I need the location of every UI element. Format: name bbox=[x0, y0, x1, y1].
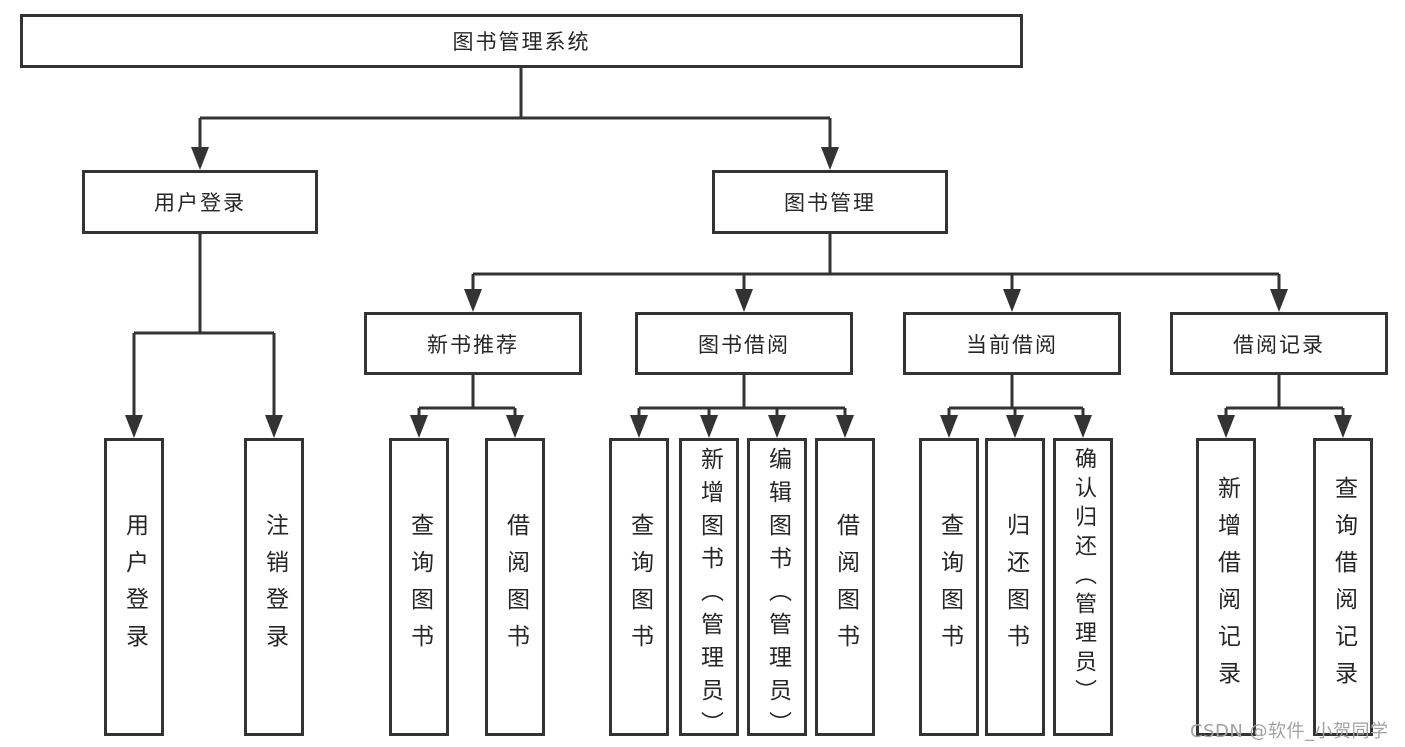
node-root-label: 图书管理系统 bbox=[452, 30, 591, 54]
leaf-user-login: 用户登录 bbox=[104, 438, 164, 736]
leaf-query-books-current-label: 查询图书 bbox=[936, 513, 963, 661]
leaf-query-books-borrowing: 查询图书 bbox=[609, 438, 669, 736]
leaf-return-book: 归还图书 bbox=[985, 438, 1045, 736]
node-current-borrowing: 当前借阅 bbox=[903, 312, 1121, 375]
node-borrow-records: 借阅记录 bbox=[1170, 312, 1388, 375]
leaf-add-book-admin-label: 新增图书（管理员） bbox=[696, 447, 723, 744]
node-new-book-recommend-label: 新书推荐 bbox=[427, 332, 519, 357]
leaf-return-book-label: 归还图书 bbox=[1002, 513, 1029, 661]
leaf-add-borrow-record: 新增借阅记录 bbox=[1196, 438, 1256, 736]
leaf-logout: 注销登录 bbox=[244, 438, 304, 736]
leaf-add-borrow-record-label: 新增借阅记录 bbox=[1213, 476, 1240, 698]
leaf-borrow-books-recommend: 借阅图书 bbox=[485, 438, 545, 736]
leaf-confirm-return-admin-label: 确认归还（管理员） bbox=[1071, 447, 1096, 708]
leaf-query-books-borrowing-label: 查询图书 bbox=[626, 513, 653, 661]
leaf-user-login-label: 用户登录 bbox=[121, 513, 148, 661]
leaf-logout-label: 注销登录 bbox=[261, 513, 288, 661]
leaf-query-borrow-record-label: 查询借阅记录 bbox=[1330, 476, 1357, 698]
node-book-borrowing: 图书借阅 bbox=[635, 312, 853, 375]
node-user-login: 用户登录 bbox=[82, 170, 318, 234]
leaf-query-borrow-record: 查询借阅记录 bbox=[1313, 438, 1373, 736]
node-current-borrowing-label: 当前借阅 bbox=[966, 332, 1058, 357]
leaf-query-books-recommend-label: 查询图书 bbox=[406, 513, 433, 661]
node-book-borrowing-label: 图书借阅 bbox=[698, 332, 790, 357]
leaf-query-books-current: 查询图书 bbox=[919, 438, 979, 736]
node-book-management: 图书管理 bbox=[712, 170, 948, 234]
leaf-add-book-admin: 新增图书（管理员） bbox=[679, 438, 739, 744]
node-borrow-records-label: 借阅记录 bbox=[1233, 332, 1325, 357]
node-book-management-label: 图书管理 bbox=[784, 191, 876, 215]
node-root: 图书管理系统 bbox=[20, 14, 1023, 68]
leaf-borrow-books-borrowing-label: 借阅图书 bbox=[832, 513, 859, 661]
leaf-edit-book-admin-label: 编辑图书（管理员） bbox=[764, 447, 791, 744]
leaf-query-books-recommend: 查询图书 bbox=[389, 438, 449, 736]
node-new-book-recommend: 新书推荐 bbox=[364, 312, 582, 375]
leaf-borrow-books-recommend-label: 借阅图书 bbox=[502, 513, 529, 661]
node-user-login-label: 用户登录 bbox=[154, 191, 246, 215]
arrowheads bbox=[125, 147, 1352, 438]
leaf-borrow-books-borrowing: 借阅图书 bbox=[815, 438, 875, 736]
leaf-edit-book-admin: 编辑图书（管理员） bbox=[747, 438, 807, 744]
leaf-confirm-return-admin: 确认归还（管理员） bbox=[1053, 438, 1113, 736]
csdn-watermark: CSDN @软件_小贺同学 bbox=[1190, 721, 1389, 742]
